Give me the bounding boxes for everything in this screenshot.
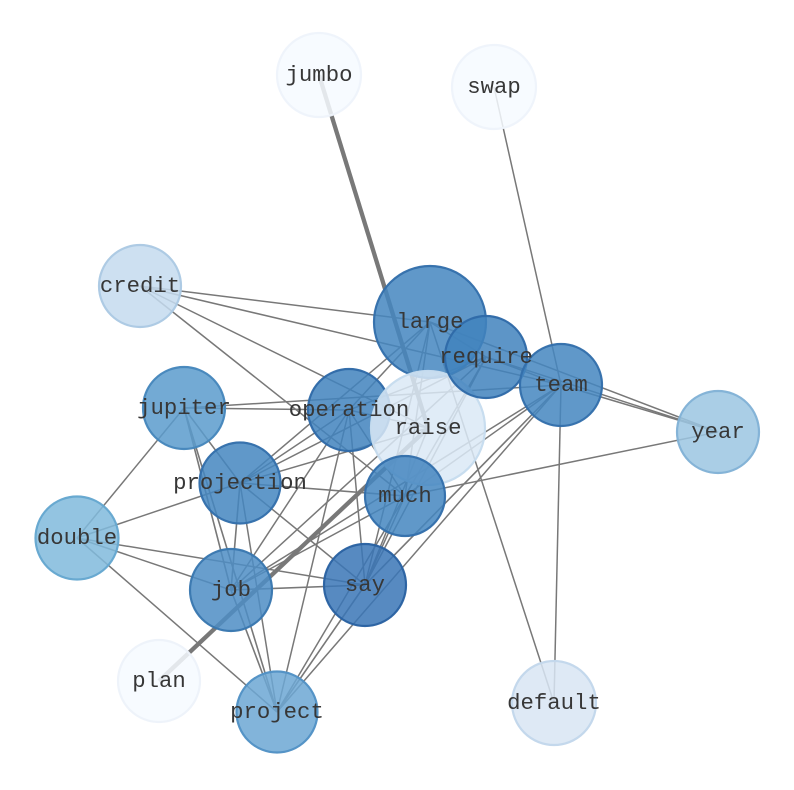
svg-text:credit: credit (100, 273, 180, 299)
svg-text:much: much (378, 483, 432, 509)
svg-text:say: say (345, 572, 385, 598)
svg-text:require: require (439, 344, 533, 370)
svg-text:operation: operation (289, 397, 409, 423)
svg-text:plan: plan (132, 668, 186, 694)
svg-text:team: team (534, 372, 588, 398)
svg-text:default: default (507, 690, 601, 716)
svg-text:year: year (691, 419, 745, 445)
svg-text:project: project (230, 699, 324, 725)
svg-text:swap: swap (467, 74, 521, 100)
svg-text:projection: projection (173, 470, 307, 496)
svg-text:job: job (211, 577, 251, 603)
svg-text:double: double (37, 525, 117, 551)
svg-text:jupiter: jupiter (137, 395, 231, 421)
svg-text:raise: raise (395, 415, 462, 441)
svg-text:jumbo: jumbo (286, 62, 353, 88)
svg-text:large: large (397, 309, 464, 335)
